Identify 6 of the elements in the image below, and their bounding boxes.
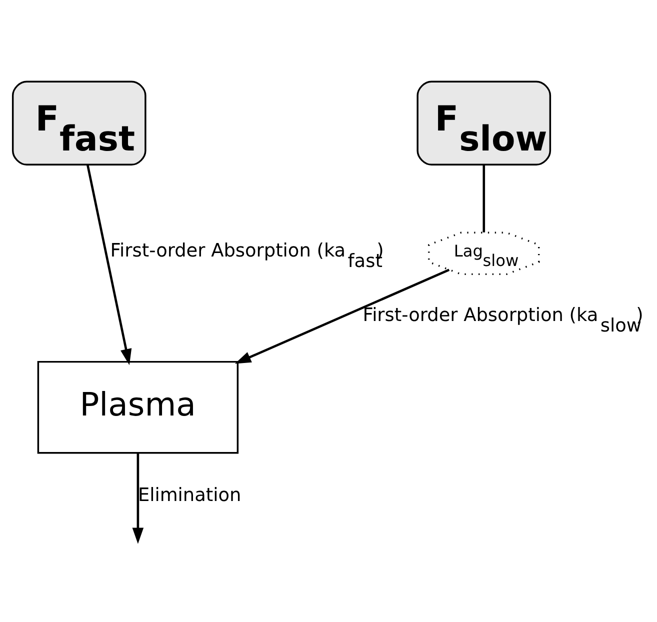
node-box: Plasma <box>37 360 239 454</box>
arrow <box>132 452 144 544</box>
arrow <box>86 164 132 365</box>
connector <box>482 164 486 232</box>
arrow <box>234 268 450 364</box>
edge-label: Elimination <box>138 484 242 506</box>
